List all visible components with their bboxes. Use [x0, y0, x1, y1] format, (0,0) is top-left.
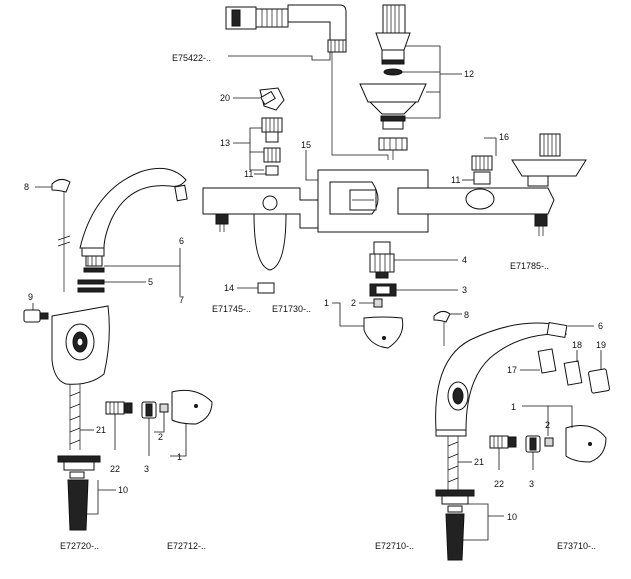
waste-plug-10b	[435, 489, 475, 561]
aerator-6b	[546, 321, 568, 339]
label-e72720: E72720-..	[60, 541, 99, 551]
valve-head-16	[471, 155, 493, 185]
diverter-assembly-12	[359, 4, 427, 151]
adapter-3c	[525, 435, 541, 453]
label-e72710: E72710-..	[375, 541, 414, 551]
pop-up-rod-8b	[433, 310, 451, 346]
label-part-10b: 10	[507, 512, 517, 522]
label-e71785: E71785-..	[510, 261, 549, 271]
pop-up-rod-8	[51, 178, 71, 292]
label-part-3c: 3	[529, 479, 534, 489]
label-part-20: 20	[220, 93, 230, 103]
adapter-3b-group	[141, 401, 157, 419]
label-part-12: 12	[464, 69, 474, 79]
flexible-hose-21a	[69, 384, 81, 450]
label-part-16: 16	[499, 132, 509, 142]
spray-parts-17-19	[537, 348, 610, 394]
adapter-3	[369, 283, 397, 297]
label-part-8b: 8	[464, 310, 469, 320]
label-part-13: 13	[220, 138, 230, 148]
label-part-10a: 10	[118, 485, 128, 495]
label-part-4: 4	[462, 255, 467, 265]
label-part-22b: 22	[494, 479, 504, 489]
label-part-15: 15	[301, 140, 311, 150]
label-e71745: E71745-..	[212, 304, 251, 314]
label-part-2a: 2	[351, 298, 356, 308]
label-part-9: 9	[28, 292, 33, 302]
label-e72712: E72712-..	[167, 541, 206, 551]
label-part-11b: 11	[451, 175, 460, 185]
label-part-2c: 2	[545, 420, 550, 430]
label-part-18: 18	[572, 340, 582, 350]
cartridge-22b	[489, 435, 517, 449]
label-part-17: 17	[507, 365, 517, 375]
bath-mixer-body	[202, 169, 555, 271]
label-part-21a: 21	[96, 425, 106, 435]
label-part-3b: 3	[144, 464, 149, 474]
label-part-1c: 1	[511, 402, 516, 412]
lever-handle-1	[363, 298, 404, 349]
label-part-5: 5	[148, 277, 153, 287]
basin-spout	[77, 167, 188, 293]
label-part-22a: 22	[110, 464, 120, 474]
waste-plug-10a	[57, 455, 101, 531]
cartridge-22a	[105, 401, 133, 415]
cap-9	[23, 309, 49, 323]
label-part-6a: 6	[179, 236, 184, 246]
label-part-8a: 8	[24, 182, 29, 192]
label-part-11a: 11	[244, 169, 253, 179]
shower-connector	[511, 133, 587, 187]
label-part-14: 14	[224, 283, 234, 293]
label-part-7: 7	[179, 295, 184, 305]
seal-14	[257, 282, 275, 294]
flexible-hose-21b	[447, 436, 459, 490]
label-e75422: E75422-..	[172, 53, 211, 63]
lever-handle-1b	[159, 389, 213, 425]
label-e73710: E73710-..	[557, 541, 596, 551]
label-part-21b: 21	[474, 457, 484, 467]
spout-connector-e75422	[225, 4, 347, 53]
label-part-2b: 2	[158, 432, 163, 442]
label-part-6b: 6	[598, 321, 603, 331]
cartridge-4	[369, 241, 395, 279]
elbow-fitting-20	[259, 87, 285, 111]
lever-handle-1c	[544, 425, 607, 463]
label-e71730: E71730-..	[272, 304, 311, 314]
basin-mixer-body	[51, 305, 110, 385]
label-part-1b: 1	[177, 452, 182, 462]
valve-head-13	[261, 117, 283, 176]
label-part-3a: 3	[462, 285, 467, 295]
label-part-19: 19	[596, 340, 606, 350]
label-part-1a: 1	[324, 298, 329, 308]
